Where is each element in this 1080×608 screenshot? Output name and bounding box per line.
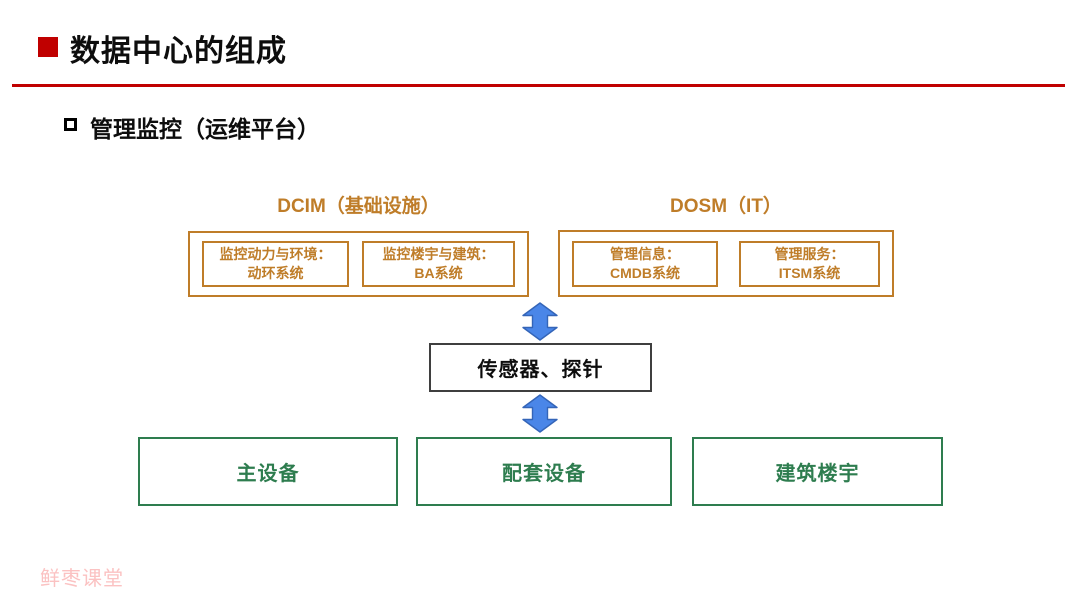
bottom-box-building-label: 建筑楼宇 bbox=[775, 463, 860, 485]
dosm-box-cmdb: 管理信息： CMDB系统 bbox=[572, 240, 718, 287]
title-divider bbox=[12, 84, 1065, 87]
up-down-arrow-icon bbox=[522, 302, 558, 341]
dosm-group-label: DOSM（IT） bbox=[670, 196, 782, 217]
dosm-box-itsm: 管理服务： ITSM系统 bbox=[739, 240, 880, 287]
up-down-arrow-icon bbox=[522, 394, 558, 433]
page-title: 数据中心的组成 bbox=[70, 35, 287, 68]
watermark-brand: 鲜枣课堂 bbox=[40, 568, 124, 590]
dcim-box-power-environment-line1: 监控动力与环境： bbox=[219, 246, 332, 263]
subtitle-bullet-square-icon bbox=[64, 118, 77, 131]
dcim-group-label: DCIM（基础设施） bbox=[277, 196, 440, 217]
sensor-probe-box: 传感器、探针 bbox=[429, 343, 652, 392]
title-bullet-square-icon bbox=[38, 37, 58, 57]
dcim-box-building-ba-line2: BA系统 bbox=[414, 265, 463, 281]
dcim-box-building-ba: 监控楼宇与建筑： BA系统 bbox=[362, 241, 515, 287]
bottom-box-main-equipment: 主设备 bbox=[138, 437, 398, 506]
dosm-group-box: 管理信息： CMDB系统 管理服务： ITSM系统 bbox=[558, 230, 894, 297]
sensor-probe-label: 传感器、探针 bbox=[477, 359, 604, 381]
dosm-box-cmdb-line2: CMDB系统 bbox=[610, 264, 680, 281]
dcim-box-power-environment: 监控动力与环境： 动环系统 bbox=[202, 241, 349, 287]
dosm-box-cmdb-line1: 管理信息： bbox=[610, 245, 680, 262]
bottom-box-building: 建筑楼宇 bbox=[692, 437, 943, 506]
section-subtitle: 管理监控（运维平台） bbox=[90, 116, 320, 142]
dcim-box-power-environment-line2: 动环系统 bbox=[247, 265, 304, 281]
dosm-box-itsm-line1: 管理服务： bbox=[774, 245, 845, 262]
bottom-box-main-equipment-label: 主设备 bbox=[236, 463, 300, 485]
bottom-box-supporting-equipment-label: 配套设备 bbox=[502, 463, 586, 485]
dcim-group-box: 监控动力与环境： 动环系统 监控楼宇与建筑： BA系统 bbox=[188, 231, 529, 297]
bottom-box-supporting-equipment: 配套设备 bbox=[416, 437, 672, 506]
dosm-box-itsm-line2: ITSM系统 bbox=[778, 264, 841, 281]
dcim-box-building-ba-line1: 监控楼宇与建筑： bbox=[382, 246, 495, 263]
